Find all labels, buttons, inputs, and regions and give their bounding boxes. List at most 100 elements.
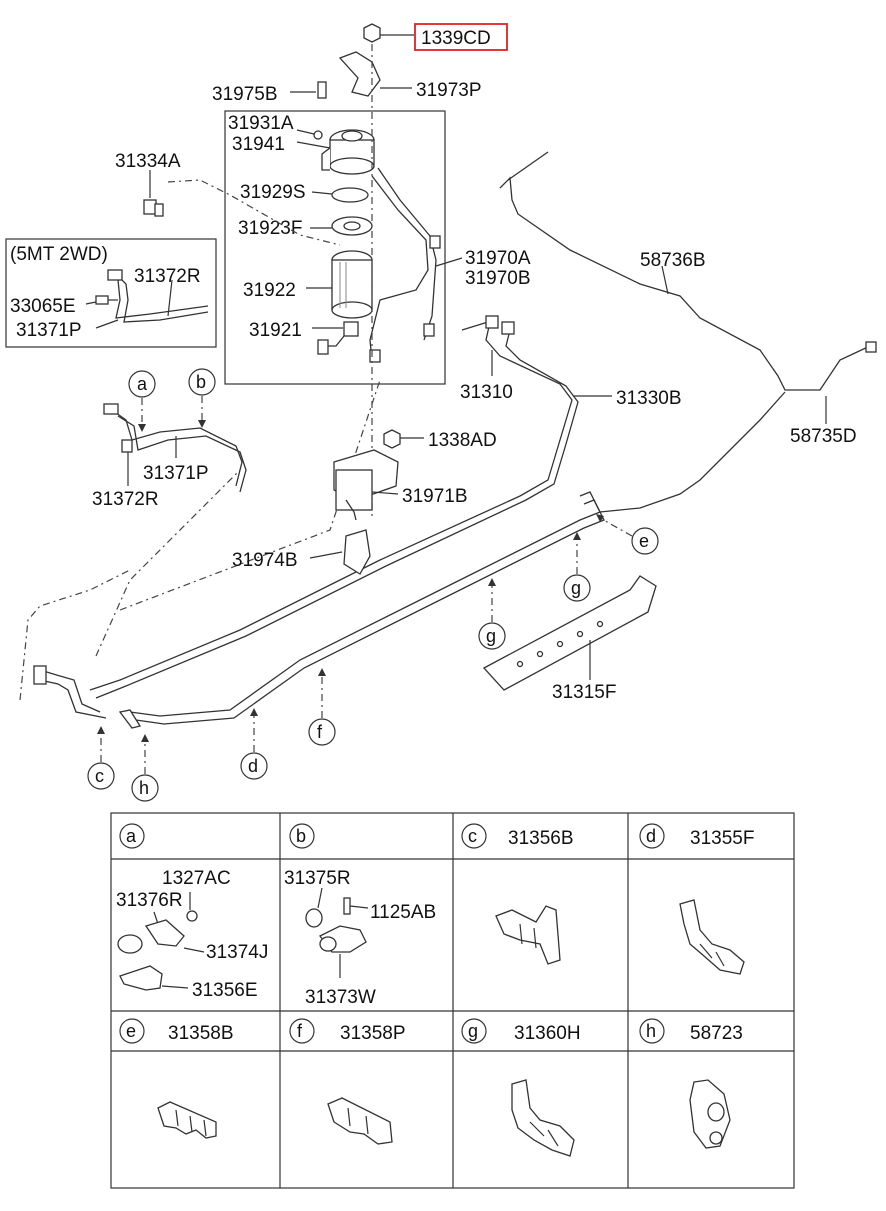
marker-c[interactable]: c — [87, 726, 115, 790]
svg-text:d: d — [646, 826, 656, 846]
part-31356B: 31356B — [508, 828, 574, 849]
connector-58723-drawing — [689, 1079, 731, 1149]
label-1327AC: 1327AC — [162, 868, 231, 889]
svg-text:f: f — [317, 722, 323, 742]
svg-text:c: c — [95, 766, 104, 786]
label-31921: 31921 — [249, 320, 302, 341]
label-31971B: 31971B — [402, 486, 468, 507]
marker-f[interactable]: f — [308, 668, 336, 746]
cell-e-header: e 31358B — [119, 1018, 234, 1044]
label-31970A: 31970A — [465, 248, 531, 269]
label-58736B: 58736B — [640, 250, 706, 271]
cell-c-header: c 31356B — [461, 823, 574, 849]
label-33065E: 33065E — [10, 296, 76, 317]
svg-text:d: d — [248, 756, 258, 776]
label-31310: 31310 — [460, 382, 513, 403]
label-1339CD: 1339CD — [421, 28, 491, 49]
variant-label: (5MT 2WD) — [10, 244, 108, 265]
cell-f-header: f 31358P — [289, 1018, 406, 1044]
part-31310[interactable]: 31310 — [460, 350, 513, 403]
part-31330B[interactable]: 31330B — [89, 315, 682, 699]
cell-b-header: b — [289, 823, 315, 849]
label-31975B: 31975B — [212, 84, 278, 105]
marker-g-upper[interactable]: g — [563, 532, 591, 602]
svg-text:c: c — [468, 826, 477, 846]
label-31970B: 31970B — [465, 268, 531, 289]
label-31974B: 31974B — [232, 550, 298, 571]
svg-text:b: b — [296, 826, 306, 846]
svg-text:g: g — [571, 578, 581, 598]
part-31974B[interactable]: 31974B — [232, 529, 371, 575]
part-31334A[interactable]: 31334A — [115, 151, 341, 246]
marker-a[interactable]: a — [128, 370, 156, 432]
highlight-box — [414, 23, 508, 51]
label-1125AB: 1125AB — [370, 902, 436, 923]
cell-a-body: 1327AC 31376R 31374J 31356E — [116, 868, 268, 1001]
clip-31358P-drawing — [327, 1097, 393, 1145]
label-31356E: 31356E — [192, 980, 258, 1001]
svg-text:g: g — [468, 1021, 478, 1041]
part-31975B[interactable]: 31975B — [212, 81, 327, 105]
variant-pipe-assembly — [95, 269, 209, 323]
svg-text:b: b — [196, 372, 206, 392]
label-31315F: 31315F — [552, 682, 616, 703]
marker-g-lower[interactable]: g — [478, 578, 506, 650]
label-31376R: 31376R — [116, 890, 183, 911]
part-31973P[interactable]: 31973P — [338, 51, 482, 101]
clip-31355F-drawing — [679, 899, 745, 975]
cell-a-header: a — [119, 823, 145, 849]
label-31375R: 31375R — [284, 868, 351, 889]
variant-box — [5, 238, 217, 348]
clip-31358B-drawing — [157, 1101, 217, 1139]
part-31371P[interactable]: 31371P 31372R — [92, 403, 247, 510]
label-31372R-variant: 31372R — [134, 266, 201, 287]
svg-text:h: h — [139, 778, 149, 798]
lower-fuel-lines — [118, 491, 605, 729]
label-31931A: 31931A — [228, 113, 294, 134]
label-31941: 31941 — [232, 134, 285, 155]
part-31360H: 31360H — [514, 1023, 581, 1044]
part-31929S[interactable]: 31929S — [240, 182, 369, 203]
svg-text:a: a — [137, 374, 148, 394]
label-31371P-variant: 31371P — [16, 320, 82, 341]
label-31374J: 31374J — [206, 942, 268, 963]
cell-d-header: d 31355F — [639, 823, 754, 849]
part-58723: 58723 — [690, 1023, 743, 1044]
marker-h[interactable]: h — [131, 734, 159, 802]
clip-31360H-drawing — [511, 1079, 575, 1157]
guide-line-1 — [119, 379, 381, 611]
label-31330B: 31330B — [616, 388, 682, 409]
part-31922[interactable]: 31922 — [243, 250, 373, 319]
label-31929S: 31929S — [240, 182, 306, 203]
part-1339CD[interactable]: 1339CD — [363, 23, 508, 51]
part-31923F[interactable]: 31923F — [238, 216, 373, 239]
label-31371P: 31371P — [143, 463, 209, 484]
svg-text:e: e — [639, 531, 649, 551]
clip-31356B-drawing — [495, 905, 561, 965]
part-31971B[interactable]: 31971B — [333, 449, 468, 521]
part-58735D[interactable]: 58735D — [599, 391, 857, 513]
legend-table — [110, 812, 795, 1189]
label-31923F: 31923F — [238, 218, 302, 239]
part-31921[interactable]: 31921 — [249, 320, 359, 355]
part-58736B[interactable]: 58736B — [499, 151, 877, 391]
svg-text:a: a — [126, 826, 137, 846]
part-31358B: 31358B — [168, 1023, 234, 1044]
part-1338AD[interactable]: 1338AD — [383, 429, 497, 451]
cell-g-header: g 31360H — [461, 1018, 581, 1044]
svg-text:h: h — [646, 1021, 656, 1041]
svg-text:f: f — [297, 1021, 303, 1041]
label-1338AD: 1338AD — [428, 430, 497, 451]
marker-e[interactable]: e — [596, 514, 659, 555]
left-pipe-cluster — [19, 569, 131, 719]
svg-text:g: g — [486, 626, 496, 646]
label-31372R: 31372R — [92, 489, 159, 510]
marker-b[interactable]: b — [188, 368, 216, 428]
cell-b-body: 31375R 1125AB 31373W — [284, 868, 436, 1008]
part-31941[interactable]: 31931A 31941 — [228, 113, 375, 175]
marker-d[interactable]: d — [240, 708, 268, 780]
label-31334A: 31334A — [115, 151, 181, 172]
part-31315F[interactable]: 31315F — [482, 575, 657, 703]
label-31373W: 31373W — [305, 987, 376, 1008]
